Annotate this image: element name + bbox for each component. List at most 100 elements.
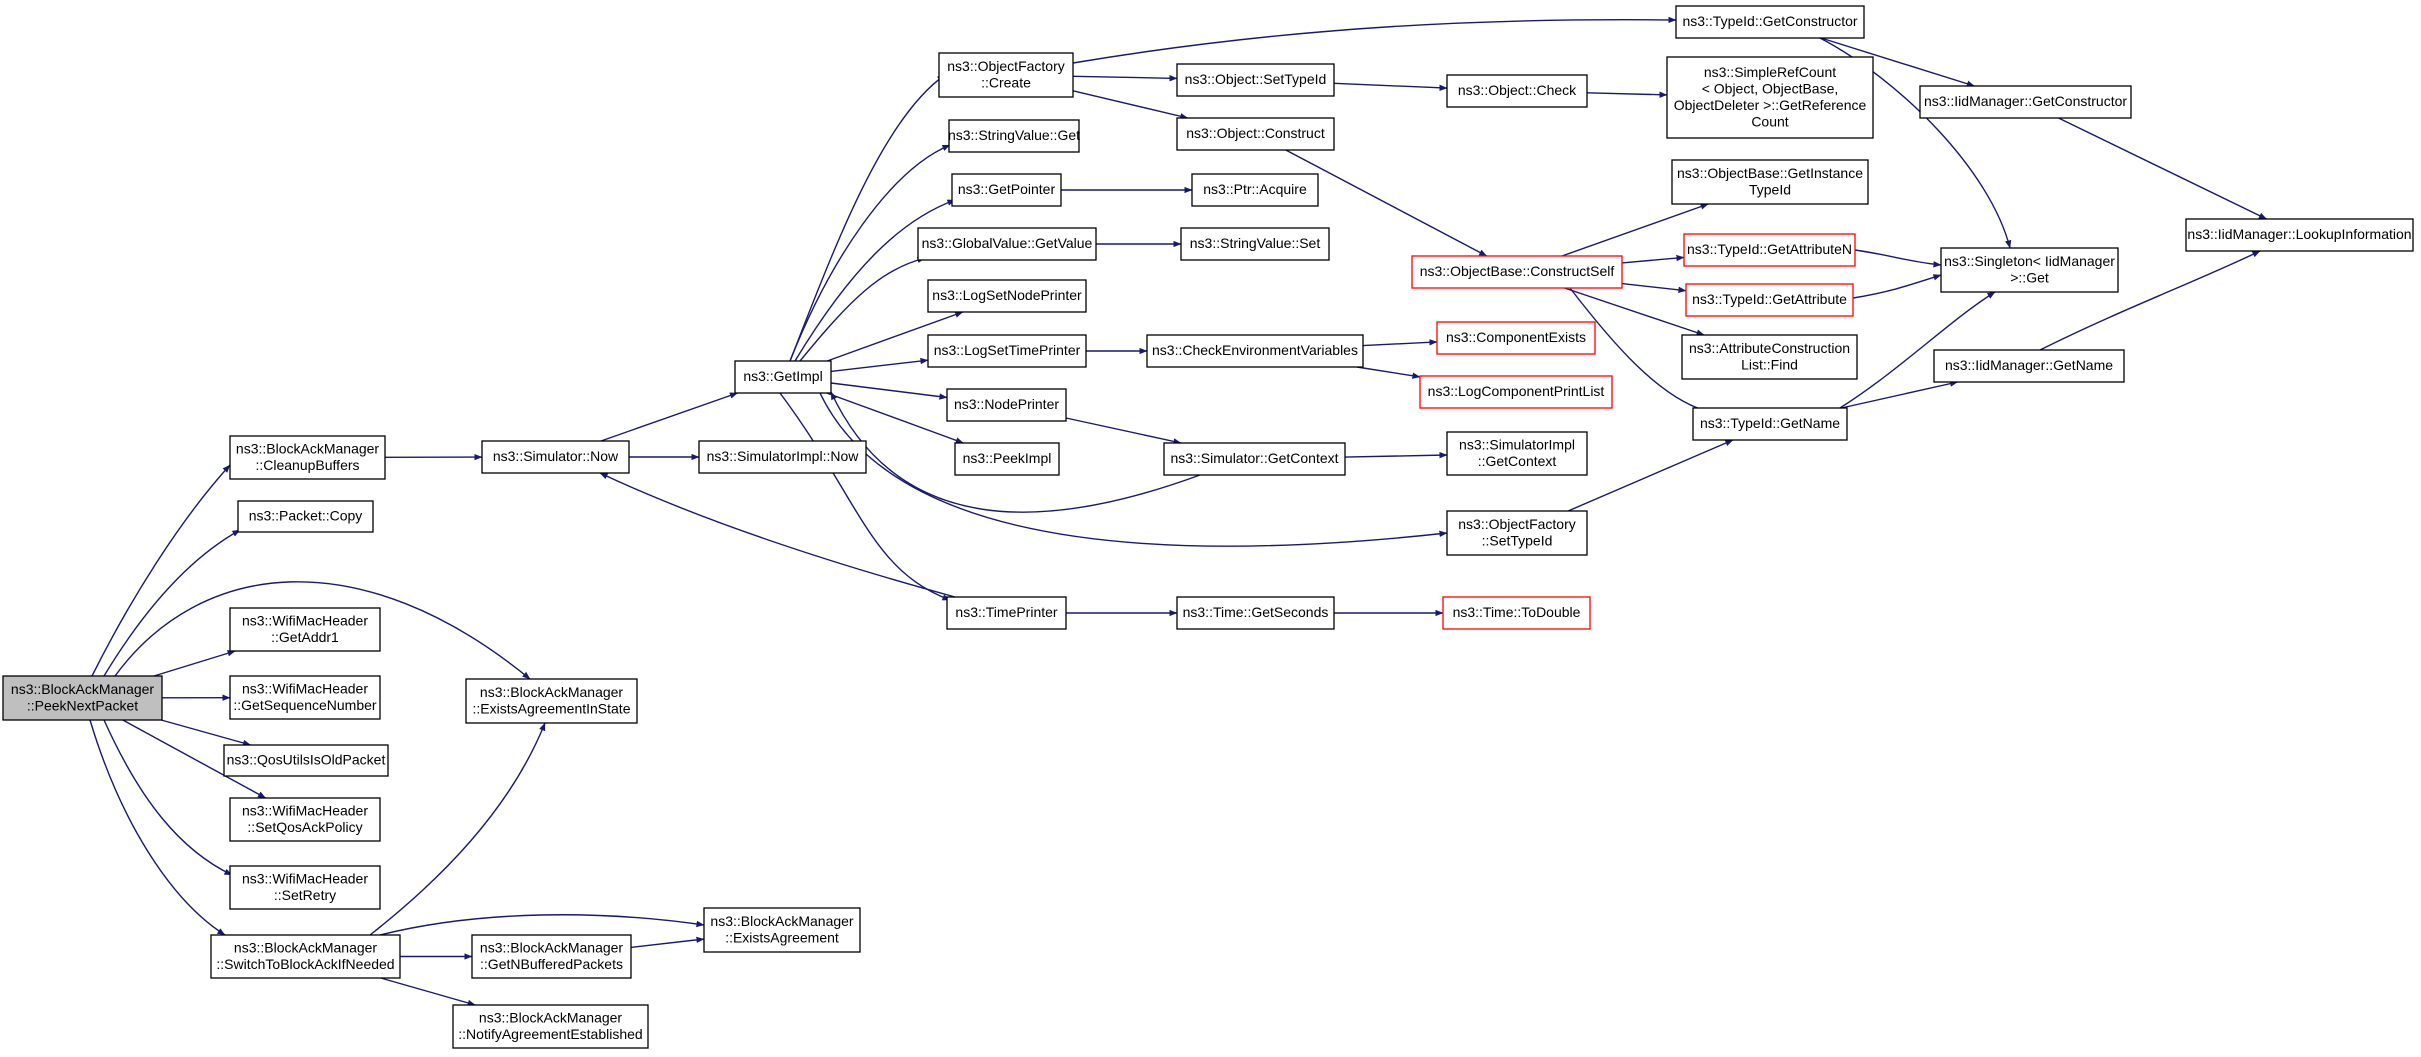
edge-peeknext-to-switchba bbox=[89, 719, 226, 936]
node-label: ns3::GlobalValue::GetValue bbox=[922, 235, 1093, 251]
node-getseq[interactable]: ns3::WifiMacHeader::GetSequenceNumber bbox=[229, 675, 381, 720]
node-box bbox=[210, 934, 401, 979]
node-box bbox=[1446, 431, 1588, 476]
node-label: ::ExistsAgreementInState bbox=[473, 700, 631, 716]
edge-nodeprinter-to-simgetctx bbox=[1065, 417, 1182, 445]
node-getattr[interactable]: ns3::TypeId::GetAttribute bbox=[1685, 283, 1854, 317]
node-getimpl[interactable]: ns3::GetImpl bbox=[734, 360, 832, 394]
node-lognode[interactable]: ns3::LogSetNodePrinter bbox=[927, 279, 1087, 313]
node-iidgetname[interactable]: ns3::IidManager::GetName bbox=[1933, 349, 2125, 383]
node-refcount[interactable]: ns3::SimpleRefCount< Object, ObjectBase,… bbox=[1666, 56, 1874, 139]
node-objsettid[interactable]: ns3::Object::SetTypeId bbox=[1176, 63, 1335, 97]
node-svget[interactable]: ns3::StringValue::Get bbox=[948, 119, 1080, 153]
node-switchba[interactable]: ns3::BlockAckManager::SwitchToBlockAckIf… bbox=[210, 934, 401, 979]
node-simimplnow[interactable]: ns3::SimulatorImpl::Now bbox=[698, 440, 867, 474]
edge-simnow-to-getimpl bbox=[600, 392, 738, 442]
node-box bbox=[229, 435, 386, 480]
node-getattrn[interactable]: ns3::TypeId::GetAttributeN bbox=[1683, 233, 1856, 267]
node-getaddr1[interactable]: ns3::WifiMacHeader::GetAddr1 bbox=[229, 607, 381, 652]
node-label: ns3::TypeId::GetName bbox=[1700, 415, 1840, 431]
node-existsstate[interactable]: ns3::BlockAckManager::ExistsAgreementInS… bbox=[465, 678, 638, 724]
node-box bbox=[465, 678, 638, 724]
node-label: ObjectDeleter >::GetReference bbox=[1674, 97, 1867, 113]
node-singleton[interactable]: ns3::Singleton< IidManager>::Get bbox=[1940, 247, 2119, 293]
edge-switchba-to-existsstate bbox=[369, 722, 546, 936]
edge-ofcreate-to-objconstruct bbox=[1072, 90, 1189, 120]
node-timegetsec[interactable]: ns3::Time::GetSeconds bbox=[1176, 596, 1335, 630]
node-box bbox=[734, 360, 832, 394]
node-box bbox=[229, 865, 381, 910]
node-box bbox=[1419, 375, 1613, 409]
node-ofcreate[interactable]: ns3::ObjectFactory::Create bbox=[938, 52, 1074, 98]
node-qosold[interactable]: ns3::QosUtilsIsOldPacket bbox=[223, 744, 389, 777]
node-label: TypeId bbox=[1749, 181, 1791, 197]
edge-getimpl-to-ofcreate bbox=[789, 74, 946, 362]
node-box bbox=[917, 227, 1097, 261]
node-objconstruct[interactable]: ns3::Object::Construct bbox=[1176, 117, 1335, 151]
node-label: ns3::BlockAckManager bbox=[234, 939, 378, 955]
edge-tidgetctor-to-iidgetctor bbox=[1820, 37, 1975, 87]
edge-constructself-to-getattr bbox=[1621, 282, 1687, 294]
edge-iidgetname-to-lookup bbox=[2039, 250, 2261, 351]
edge-constructself-to-getinsttid bbox=[1561, 203, 1709, 257]
edge-peeknext-to-existsstate bbox=[114, 581, 531, 680]
node-lookup[interactable]: ns3::IidManager::LookupInformation bbox=[2185, 218, 2414, 252]
node-box bbox=[481, 440, 630, 474]
node-label: ns3::Singleton< IidManager bbox=[1944, 253, 2115, 269]
node-todouble[interactable]: ns3::Time::ToDouble bbox=[1442, 596, 1591, 630]
node-nodeprinter[interactable]: ns3::NodePrinter bbox=[946, 388, 1067, 422]
node-box bbox=[2, 675, 163, 721]
node-ptracq[interactable]: ns3::Ptr::Acquire bbox=[1191, 173, 1319, 207]
edge-objsettid-to-objcheck bbox=[1333, 82, 1448, 91]
node-label: ::GetContext bbox=[1478, 453, 1557, 469]
node-ofsettid[interactable]: ns3::ObjectFactory::SetTypeId bbox=[1446, 510, 1588, 556]
edge-timeprinter-to-simnow bbox=[599, 472, 956, 598]
node-objcheck[interactable]: ns3::Object::Check bbox=[1446, 74, 1588, 108]
node-label: Count bbox=[1751, 113, 1788, 129]
node-peeknext[interactable]: ns3::BlockAckManager::PeekNextPacket bbox=[2, 675, 163, 721]
node-label: ns3::ComponentExists bbox=[1446, 329, 1586, 345]
edge-switchba-to-existsagr bbox=[379, 914, 705, 936]
node-iidgetctor[interactable]: ns3::IidManager::GetConstructor bbox=[1919, 85, 2132, 119]
node-logcomplist[interactable]: ns3::LogComponentPrintList bbox=[1419, 375, 1613, 409]
node-pcopy[interactable]: ns3::Packet::Copy bbox=[237, 500, 374, 533]
node-setqos[interactable]: ns3::WifiMacHeader::SetQosAckPolicy bbox=[229, 797, 381, 842]
node-label: ::Create bbox=[981, 74, 1031, 90]
node-getnbuf[interactable]: ns3::BlockAckManager::GetNBufferedPacket… bbox=[471, 934, 632, 979]
node-label: ns3::Object::Check bbox=[1458, 82, 1577, 98]
node-constructself[interactable]: ns3::ObjectBase::ConstructSelf bbox=[1411, 255, 1623, 289]
node-tidgetname[interactable]: ns3::TypeId::GetName bbox=[1692, 407, 1848, 441]
node-label: ns3::BlockAckManager bbox=[11, 681, 155, 697]
node-notify[interactable]: ns3::BlockAckManager::NotifyAgreementEst… bbox=[452, 1004, 649, 1049]
node-peekimpl[interactable]: ns3::PeekImpl bbox=[954, 442, 1060, 476]
node-cleanup[interactable]: ns3::BlockAckManager::CleanupBuffers bbox=[229, 435, 386, 480]
node-gvget[interactable]: ns3::GlobalValue::GetValue bbox=[917, 227, 1097, 261]
node-label: ns3::AttributeConstruction bbox=[1689, 340, 1850, 356]
edge-getnbuf-to-existsagr bbox=[630, 936, 705, 949]
node-setretry[interactable]: ns3::WifiMacHeader::SetRetry bbox=[229, 865, 381, 910]
node-simgetctx[interactable]: ns3::Simulator::GetContext bbox=[1163, 442, 1346, 476]
node-label: ns3::SimulatorImpl::Now bbox=[707, 448, 860, 464]
node-timeprinter[interactable]: ns3::TimePrinter bbox=[946, 596, 1067, 630]
node-existsagr[interactable]: ns3::BlockAckManager::ExistsAgreement bbox=[703, 907, 861, 953]
node-label: ns3::WifiMacHeader bbox=[242, 870, 368, 886]
node-svset[interactable]: ns3::StringValue::Set bbox=[1180, 227, 1330, 261]
node-compexists[interactable]: ns3::ComponentExists bbox=[1436, 321, 1596, 355]
edge-getimpl-to-lognode bbox=[826, 311, 964, 362]
node-simnow[interactable]: ns3::Simulator::Now bbox=[481, 440, 630, 474]
node-logtime[interactable]: ns3::LogSetTimePrinter bbox=[927, 334, 1087, 368]
node-label: ns3::Object::Construct bbox=[1186, 125, 1325, 141]
node-label: ns3::Time::GetSeconds bbox=[1183, 604, 1329, 620]
edge-getimpl-to-logtime bbox=[830, 357, 929, 373]
node-label: ns3::BlockAckManager bbox=[479, 1009, 623, 1025]
node-simimplctx[interactable]: ns3::SimulatorImpl::GetContext bbox=[1446, 431, 1588, 476]
node-label: ns3::Simulator::Now bbox=[493, 448, 619, 464]
node-tidgetctor[interactable]: ns3::TypeId::GetConstructor bbox=[1675, 5, 1865, 39]
node-box bbox=[229, 607, 381, 652]
node-box bbox=[1671, 159, 1869, 205]
node-checkenv[interactable]: ns3::CheckEnvironmentVariables bbox=[1146, 334, 1364, 368]
node-getptr[interactable]: ns3::GetPointer bbox=[951, 173, 1062, 207]
node-box bbox=[1191, 173, 1319, 207]
